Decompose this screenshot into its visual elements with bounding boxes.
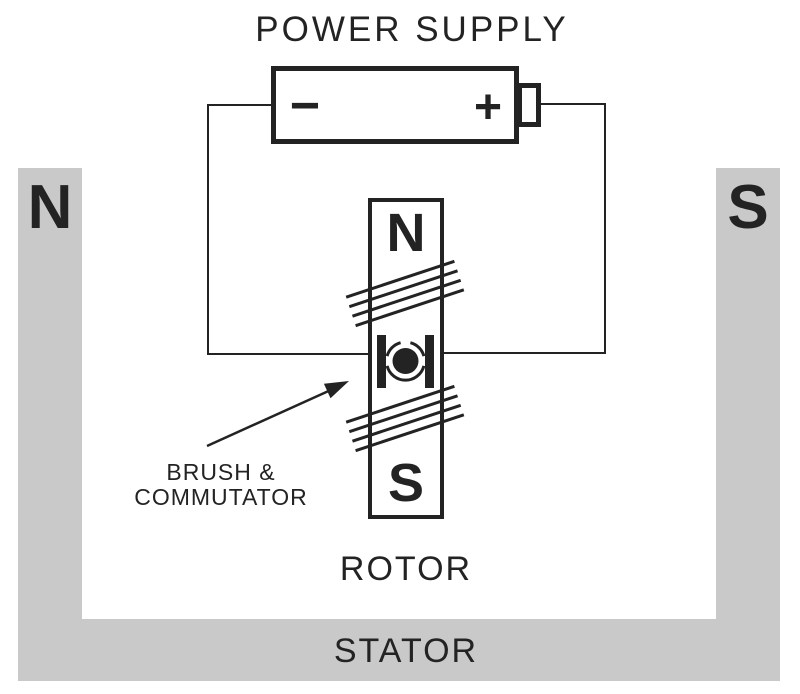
brush-commutator-label-line1: BRUSH & bbox=[166, 459, 276, 485]
arrow-shaft bbox=[206, 387, 334, 448]
rotor-north-pole-label: N bbox=[386, 203, 426, 263]
stator-north-pole-label: N bbox=[27, 173, 73, 242]
rotor-south-pole-label: S bbox=[387, 453, 425, 513]
battery-body bbox=[271, 66, 519, 144]
wire-negative-horizontal bbox=[207, 104, 271, 106]
annotation-arrow bbox=[206, 381, 349, 448]
battery-positive-symbol: + bbox=[473, 80, 503, 134]
rotor-label: ROTOR bbox=[339, 550, 473, 588]
commutator-shaft bbox=[392, 348, 419, 374]
arrow-head bbox=[323, 381, 349, 399]
battery-positive-terminal-nub bbox=[517, 83, 541, 127]
stator-label: STATOR bbox=[333, 632, 479, 670]
stator-right-arm bbox=[716, 168, 780, 681]
wire-positive-vertical bbox=[604, 103, 606, 354]
brush-commutator-symbol bbox=[377, 335, 434, 388]
commutator-ring-arc bbox=[385, 365, 426, 382]
wire-positive-horizontal bbox=[539, 103, 606, 105]
wire-negative-to-rotor bbox=[207, 353, 368, 355]
stator-left-arm bbox=[18, 168, 82, 681]
brush-right-bar bbox=[425, 335, 434, 388]
wire-negative-vertical bbox=[207, 104, 209, 355]
wire-positive-to-rotor bbox=[443, 352, 606, 354]
battery-negative-symbol: − bbox=[289, 77, 321, 135]
brush-commutator-label-line2: COMMUTATOR bbox=[134, 484, 308, 510]
commutator-ring-arc bbox=[409, 341, 426, 357]
power-supply-title: POWER SUPPLY bbox=[255, 10, 569, 49]
brush-commutator-label: BRUSH & COMMUTATOR bbox=[71, 460, 371, 510]
brush-left-bar bbox=[377, 335, 386, 388]
stator-south-pole-label: S bbox=[727, 173, 769, 242]
stator-base bbox=[18, 619, 780, 681]
commutator-ring-arc bbox=[385, 341, 402, 357]
